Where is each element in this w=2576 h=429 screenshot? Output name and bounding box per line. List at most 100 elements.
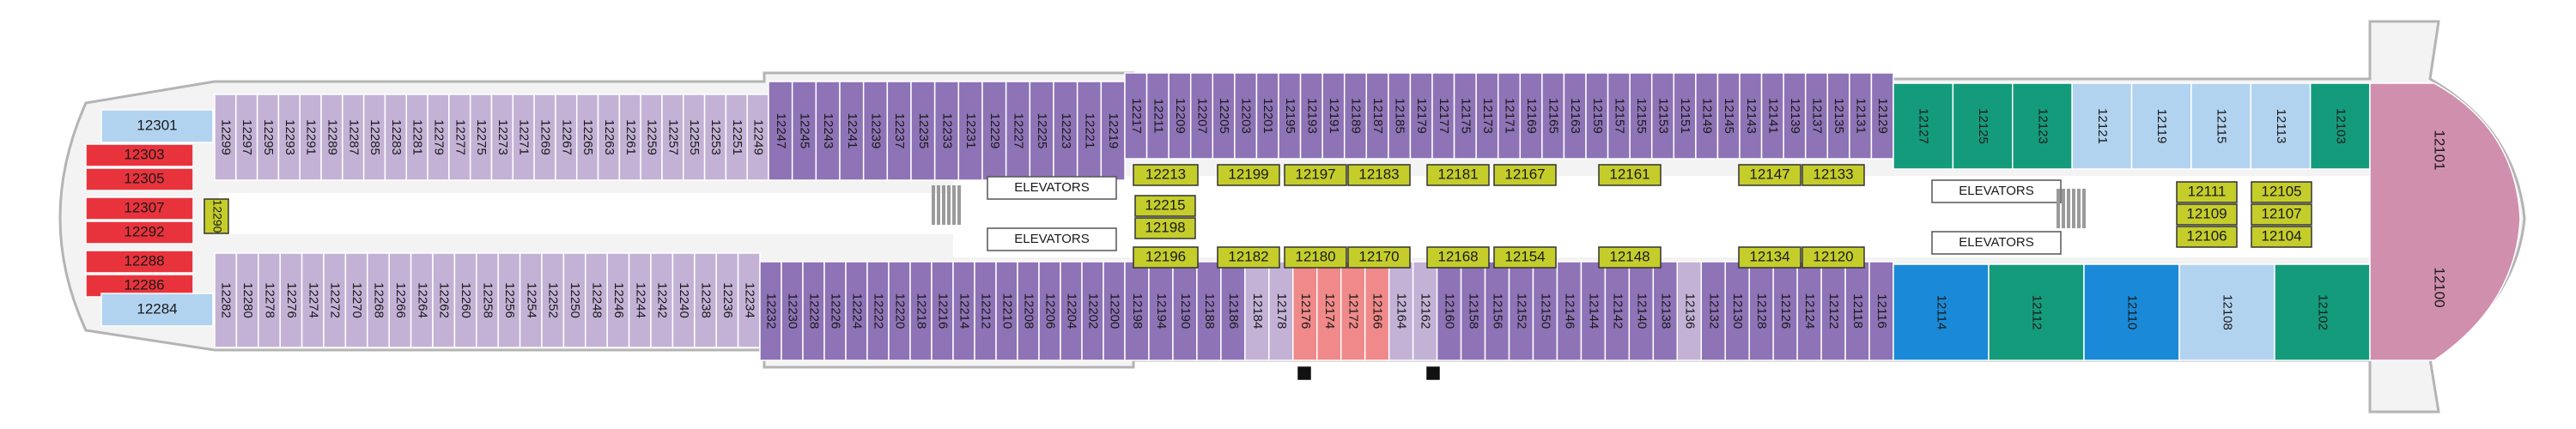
inner-cabin-12170[interactable] xyxy=(1347,246,1411,269)
cabin-12231[interactable] xyxy=(957,81,983,181)
cabin-12277[interactable] xyxy=(448,94,471,181)
cabin-12292[interactable] xyxy=(85,221,194,245)
inner-cabin-12181[interactable] xyxy=(1426,164,1490,186)
cabin-12288[interactable] xyxy=(85,250,194,274)
cabin-12256[interactable] xyxy=(497,252,521,348)
cabin-12151[interactable] xyxy=(1673,72,1697,160)
cabin-12228[interactable] xyxy=(802,261,825,361)
cabin-12258[interactable] xyxy=(476,252,499,348)
cabin-12273[interactable] xyxy=(490,94,514,181)
inner-cabin-12198[interactable] xyxy=(1134,217,1196,239)
cabin-12113[interactable] xyxy=(2250,82,2312,170)
cabin-12118[interactable] xyxy=(1844,261,1870,361)
cabin-12207[interactable] xyxy=(1189,72,1214,160)
cabin-12299[interactable] xyxy=(214,94,237,181)
cabin-12282[interactable] xyxy=(214,252,238,348)
cabin-12149[interactable] xyxy=(1695,72,1719,160)
cabin-12291[interactable] xyxy=(299,94,322,181)
inner-cabin-12104[interactable] xyxy=(2251,226,2312,248)
cabin-12193[interactable] xyxy=(1299,72,1323,160)
cabin-12285[interactable] xyxy=(362,94,386,181)
cabin-12206[interactable] xyxy=(1038,261,1061,361)
cabin-12227[interactable] xyxy=(1005,81,1031,181)
cabin-12142[interactable] xyxy=(1604,261,1631,361)
cabin-12123[interactable] xyxy=(2012,82,2073,170)
cabin-12305[interactable] xyxy=(85,167,194,191)
cabin-12248[interactable] xyxy=(585,252,608,348)
cabin-12115[interactable] xyxy=(2190,82,2251,170)
cabin-12265[interactable] xyxy=(575,94,599,181)
cabin-12217[interactable] xyxy=(1124,72,1148,160)
bow-suite-area[interactable] xyxy=(2369,82,2521,361)
inner-cabin-12199[interactable] xyxy=(1217,164,1280,186)
inner-cabin-12106[interactable] xyxy=(2176,226,2238,248)
cabin-12208[interactable] xyxy=(1017,261,1040,361)
cabin-12128[interactable] xyxy=(1748,261,1774,361)
cabin-12295[interactable] xyxy=(256,94,280,181)
cabin-12254[interactable] xyxy=(519,252,543,348)
cabin-12209[interactable] xyxy=(1168,72,1192,160)
cabin-12204[interactable] xyxy=(1060,261,1083,361)
cabin-12232[interactable] xyxy=(759,261,782,361)
cabin-12165[interactable] xyxy=(1541,72,1565,160)
cabin-12257[interactable] xyxy=(661,94,684,181)
cabin-12290[interactable] xyxy=(204,198,229,234)
elevators-left-top[interactable] xyxy=(987,176,1117,200)
cabin-12146[interactable] xyxy=(1556,261,1583,361)
cabin-12235[interactable] xyxy=(910,81,936,181)
cabin-12108[interactable] xyxy=(2178,263,2275,361)
inner-cabin-12197[interactable] xyxy=(1284,164,1347,186)
cabin-12200[interactable] xyxy=(1103,261,1126,361)
cabin-12222[interactable] xyxy=(866,261,890,361)
cabin-12121[interactable] xyxy=(2071,82,2133,170)
inner-cabin-12109[interactable] xyxy=(2176,203,2238,226)
inner-cabin-12215[interactable] xyxy=(1134,195,1196,217)
cabin-12253[interactable] xyxy=(703,94,727,181)
cabin-12152[interactable] xyxy=(1508,261,1534,361)
cabin-12185[interactable] xyxy=(1388,72,1412,160)
cabin-12186[interactable] xyxy=(1220,261,1246,361)
cabin-12266[interactable] xyxy=(388,252,412,348)
cabin-12260[interactable] xyxy=(453,252,477,348)
cabin-12287[interactable] xyxy=(342,94,365,181)
cabin-12230[interactable] xyxy=(781,261,804,361)
cabin-12178[interactable] xyxy=(1268,261,1294,361)
cabin-12166[interactable] xyxy=(1364,261,1390,361)
cabin-12301[interactable] xyxy=(100,109,214,143)
cabin-12119[interactable] xyxy=(2130,82,2192,170)
cabin-12263[interactable] xyxy=(597,94,621,181)
cabin-12122[interactable] xyxy=(1820,261,1846,361)
inner-cabin-12120[interactable] xyxy=(1801,246,1865,269)
cabin-12138[interactable] xyxy=(1652,261,1679,361)
cabin-12225[interactable] xyxy=(1029,81,1054,181)
cabin-12160[interactable] xyxy=(1436,261,1462,361)
cabin-12155[interactable] xyxy=(1629,72,1653,160)
cabin-12211[interactable] xyxy=(1145,72,1170,160)
cabin-12179[interactable] xyxy=(1409,72,1433,160)
cabin-12190[interactable] xyxy=(1172,261,1198,361)
cabin-12125[interactable] xyxy=(1952,82,2014,170)
cabin-12237[interactable] xyxy=(886,81,912,181)
inner-cabin-12182[interactable] xyxy=(1217,246,1280,269)
inner-cabin-12180[interactable] xyxy=(1284,246,1347,269)
cabin-12223[interactable] xyxy=(1053,81,1078,181)
cabin-12187[interactable] xyxy=(1365,72,1389,160)
inner-cabin-12183[interactable] xyxy=(1347,164,1411,186)
cabin-12112[interactable] xyxy=(1988,263,2085,361)
cabin-12218[interactable] xyxy=(909,261,933,361)
inner-cabin-12133[interactable] xyxy=(1801,164,1865,186)
cabin-12271[interactable] xyxy=(512,94,535,181)
cabin-12281[interactable] xyxy=(405,94,428,181)
cabin-12169[interactable] xyxy=(1519,72,1543,160)
cabin-12131[interactable] xyxy=(1849,72,1873,160)
cabin-12140[interactable] xyxy=(1628,261,1655,361)
cabin-12274[interactable] xyxy=(301,252,325,348)
cabin-12293[interactable] xyxy=(277,94,301,181)
cabin-12135[interactable] xyxy=(1826,72,1850,160)
cabin-12233[interactable] xyxy=(933,81,960,181)
cabin-12275[interactable] xyxy=(469,94,493,181)
gangway-marker-left[interactable] xyxy=(1297,366,1311,380)
inner-cabin-12148[interactable] xyxy=(1598,246,1662,269)
cabin-12158[interactable] xyxy=(1460,261,1486,361)
elevators-right-bottom[interactable] xyxy=(1931,231,2062,255)
